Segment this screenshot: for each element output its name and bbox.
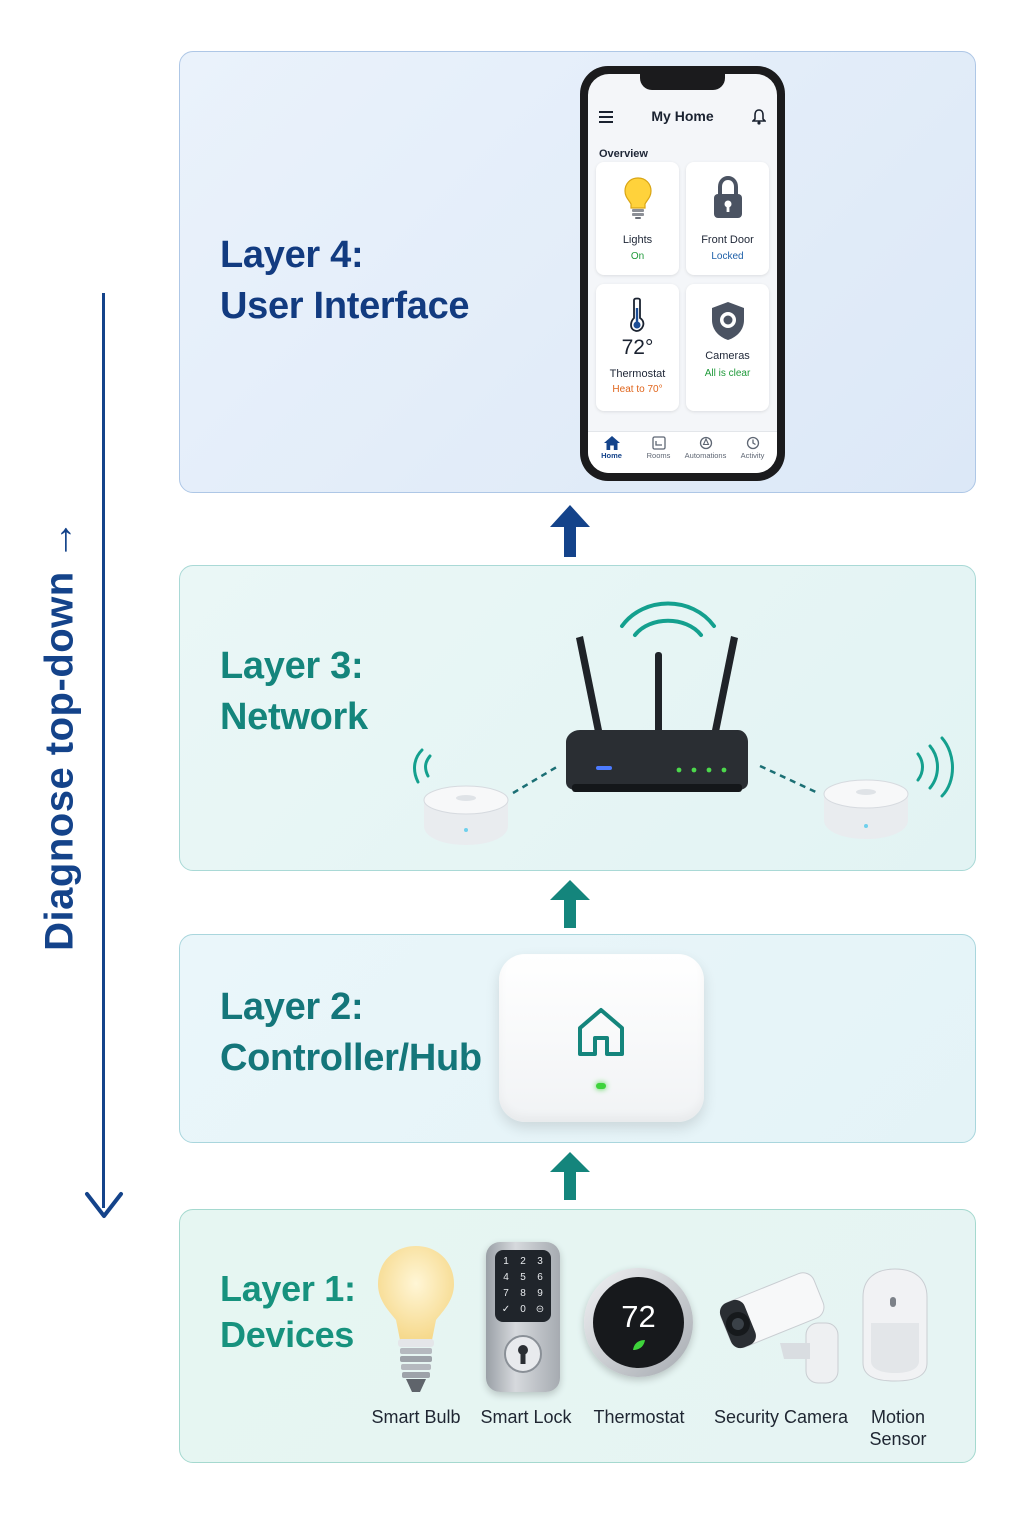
leaf-icon xyxy=(633,1340,645,1350)
security-camera-icon xyxy=(719,1272,839,1384)
tab-activity[interactable]: Activity xyxy=(729,436,776,460)
arrow-up-icon xyxy=(550,880,590,928)
tab-automations[interactable]: Automations xyxy=(682,436,729,460)
tab-rooms[interactable]: Rooms xyxy=(635,436,682,460)
diagnose-arrow-line xyxy=(102,293,105,1208)
lock-key: 2 xyxy=(520,1256,526,1267)
layer-1-title: Layer 1: Devices xyxy=(220,1268,356,1355)
layer-3-title: Layer 3: Network xyxy=(220,645,368,738)
activity-icon xyxy=(746,436,759,450)
lock-key: 0 xyxy=(520,1304,526,1315)
lock-key: 3 xyxy=(537,1256,543,1267)
home-icon xyxy=(578,1008,624,1056)
rooms-icon xyxy=(651,436,666,450)
lock-key: ⊝ xyxy=(535,1304,545,1315)
arrow-up-icon xyxy=(550,505,590,557)
thermometer-icon xyxy=(630,297,645,332)
smart-bulb-icon xyxy=(378,1246,454,1392)
app-header: My Home xyxy=(588,102,777,132)
layer-4-title: Layer 4: User Interface xyxy=(220,234,470,327)
lock-key: 7 xyxy=(503,1288,509,1299)
diagnose-label: Diagnose top-down → xyxy=(37,519,82,951)
thermostat-reading: 72 xyxy=(621,1299,656,1334)
shield-camera-icon xyxy=(712,302,744,340)
lock-key: 8 xyxy=(520,1288,526,1299)
network-illustration xyxy=(413,601,954,845)
automations-icon xyxy=(699,436,712,450)
mesh-node-left-icon xyxy=(413,748,509,845)
cameras-tile[interactable]: Cameras All is clear xyxy=(686,284,769,411)
device-label-motion-sensor: Motion Sensor xyxy=(869,1407,927,1449)
motion-sensor-icon xyxy=(862,1268,928,1382)
menu-icon[interactable] xyxy=(599,111,613,123)
tab-home[interactable]: Home xyxy=(588,436,635,460)
lock-key: 5 xyxy=(520,1272,526,1283)
lightbulb-icon xyxy=(624,177,652,219)
router-icon xyxy=(566,730,748,792)
layer-1-panel: Layer 1: Devices xyxy=(179,1209,976,1463)
device-label-thermostat: Thermostat xyxy=(593,1407,685,1427)
bell-icon[interactable] xyxy=(752,109,766,125)
diagnose-arrow-head-icon xyxy=(85,1192,123,1218)
lock-key: 9 xyxy=(537,1288,543,1299)
device-label-security-camera: Security Camera xyxy=(714,1407,849,1427)
layer-2-title: Layer 2: Controller/Hub xyxy=(220,986,482,1079)
overview-heading: Overview xyxy=(599,148,648,160)
front-door-tile[interactable]: Front Door Locked xyxy=(686,162,769,275)
lock-key: 4 xyxy=(503,1272,509,1283)
mesh-node-right-icon xyxy=(823,736,954,839)
home-icon xyxy=(603,436,620,450)
lock-key: ✓ xyxy=(501,1304,511,1315)
smartphone-mockup: My Home Overview Lights On xyxy=(580,66,785,481)
device-label-smart-bulb: Smart Bulb xyxy=(371,1407,461,1427)
lock-icon xyxy=(714,176,742,218)
thermostat-tile[interactable]: 72° Thermostat Heat to 70° xyxy=(596,284,679,411)
router-antennas xyxy=(576,636,738,737)
app-tab-bar: Home Rooms Automations xyxy=(588,431,777,473)
wifi-signal-icon xyxy=(620,601,716,637)
arrow-up-icon xyxy=(550,1152,590,1200)
app-screen: My Home Overview Lights On xyxy=(588,74,777,473)
keyhole-icon xyxy=(504,1335,542,1373)
thermostat-temp: 72° xyxy=(621,336,654,359)
phone-notch xyxy=(640,74,725,90)
lock-key: 1 xyxy=(503,1256,509,1267)
controller-hub-device xyxy=(499,954,704,1122)
thermostat-device: 72 xyxy=(584,1268,693,1377)
layer-4-panel: Layer 4: User Interface xyxy=(179,51,976,493)
lock-key: 6 xyxy=(537,1272,543,1283)
device-label-smart-lock: Smart Lock xyxy=(480,1407,572,1427)
thermostat-display: 72 xyxy=(593,1277,684,1368)
app-title: My Home xyxy=(651,108,714,124)
hub-status-led xyxy=(596,1083,606,1089)
lights-tile[interactable]: Lights On xyxy=(596,162,679,275)
